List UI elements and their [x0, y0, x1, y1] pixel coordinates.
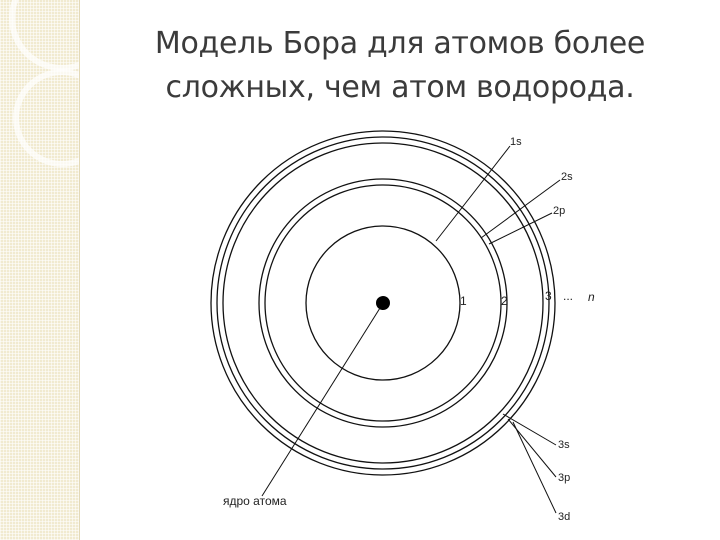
label-3p: 3p: [558, 472, 570, 484]
leader-line-2p: [488, 212, 553, 245]
orbit-shell-3d: [210, 130, 556, 476]
shell-number-1: 1: [460, 294, 467, 308]
orbit-shell-1: [305, 225, 461, 381]
orbit-rings: [210, 130, 556, 476]
shell-number-2: 2: [501, 294, 508, 308]
slide-title-line-1: Модель Бора для атомов более: [154, 26, 646, 61]
slide-title-line-2: сложных, чем атом водорода.: [165, 70, 635, 105]
label-2p: 2p: [553, 205, 565, 217]
leader-line-3d: [512, 421, 557, 514]
nucleus-label: ядро атома: [223, 494, 287, 508]
decorative-sidebar: [0, 0, 80, 540]
shell-number-3: 3: [545, 289, 552, 303]
orbit-shell-3p: [216, 136, 550, 470]
sidebar-rings-ornament: [9, 0, 79, 167]
subshell-labels: 1s 2s 2p 3s 3p 3d: [510, 136, 573, 523]
label-2s: 2s: [561, 171, 573, 183]
label-3s: 3s: [558, 439, 570, 451]
leader-line-1s: [435, 145, 511, 242]
label-1s: 1s: [510, 136, 522, 148]
leader-line-nucleus: [261, 307, 381, 497]
leader-lines: [261, 145, 561, 514]
orbit-shell-2p: [258, 178, 508, 428]
shell-number-labels: 1 2 3 ... n: [460, 289, 595, 308]
nucleus: [376, 296, 390, 310]
orbit-shell-2s: [264, 184, 502, 422]
leader-line-3s: [502, 413, 557, 446]
orbit-shell-3s: [222, 142, 544, 464]
shell-number-ellipsis: ...: [563, 289, 573, 303]
slide-title: Модель Бора для атомов более сложных, че…: [100, 22, 700, 110]
leader-line-2s: [480, 179, 561, 239]
shell-number-n: n: [588, 290, 595, 304]
label-3d: 3d: [558, 511, 570, 523]
